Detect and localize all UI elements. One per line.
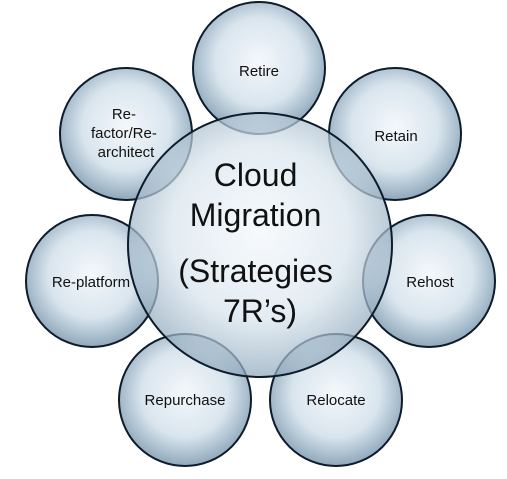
center-title: Cloud Migration (Strategies 7R’s) bbox=[178, 157, 342, 329]
strategy-retire: Retire bbox=[192, 1, 326, 135]
label-retire: Retire bbox=[239, 63, 279, 80]
center-cloud-migration: Cloud Migration (Strategies 7R’s) bbox=[127, 112, 393, 378]
label-retain: Retain bbox=[374, 128, 417, 145]
bubble-center bbox=[127, 112, 393, 378]
label-relocate: Relocate bbox=[306, 392, 365, 409]
label-replatform: Re-platform bbox=[52, 274, 130, 291]
label-refactor: Re- factor/Re- architect bbox=[91, 106, 161, 161]
strategy-replatform: Re-platform bbox=[25, 214, 159, 348]
label-rehost: Rehost bbox=[406, 274, 454, 291]
label-repurchase: Repurchase bbox=[145, 392, 226, 409]
